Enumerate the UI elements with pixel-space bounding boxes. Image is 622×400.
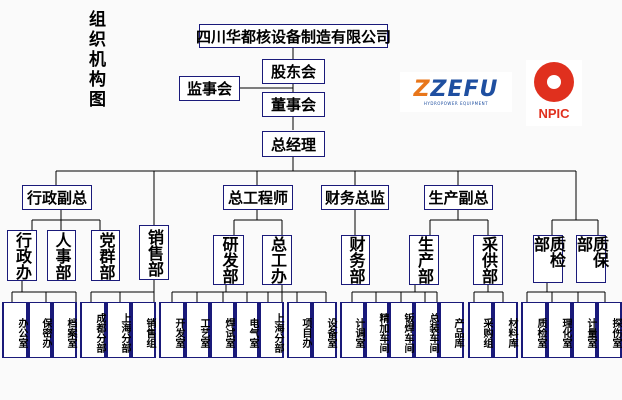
- dept-party: 党群部: [91, 230, 120, 281]
- section-purchasing: 采购组: [468, 302, 493, 358]
- production-vp-box: 生产副总: [424, 185, 493, 210]
- zefu-logo-text: ZZEFU: [413, 76, 499, 102]
- dept-finance: 财务部: [341, 235, 370, 285]
- section-confidential: 保密办: [28, 302, 52, 358]
- zefu-logo-subtitle: HYDROPOWER EQUIPMENT: [423, 100, 489, 106]
- section-process: 工艺室: [185, 302, 210, 358]
- section-equipment: 设备室: [312, 302, 337, 358]
- dept-rnd: 研发部: [213, 235, 244, 285]
- section-physchem: 理化室: [547, 302, 572, 358]
- section-shanghai-branch-rnd: 上海分部: [259, 302, 284, 358]
- dept-chief-eng-office: 总工办: [262, 235, 292, 285]
- section-machining-workshop: 精加车间: [365, 302, 389, 358]
- company-box: 四川华都核设备制造有限公司: [196, 24, 391, 48]
- dept-qa: 质保部: [574, 235, 609, 283]
- section-project-office: 项目办: [287, 302, 312, 358]
- admin-vp-box: 行政副总: [22, 185, 92, 210]
- section-electrical: 电气室: [235, 302, 259, 358]
- dept-production: 生产部: [409, 235, 439, 285]
- npic-emblem-icon: [534, 62, 574, 102]
- section-metrology: 计量室: [572, 302, 597, 358]
- dept-admin-office: 行政办: [7, 230, 37, 281]
- board-box: 董事会: [262, 92, 325, 117]
- section-welding-workshop: 钣焊车间: [389, 302, 414, 358]
- dept-sales: 销售部: [139, 225, 169, 280]
- section-archive: 档案室: [52, 302, 77, 358]
- chart-title: 组织机构图: [85, 10, 105, 110]
- zefu-logo: ZZEFU HYDROPOWER EQUIPMENT: [400, 72, 512, 112]
- section-welding-test: 焊试室: [210, 302, 235, 358]
- section-planning: 计调室: [340, 302, 365, 358]
- section-inspection: 质检室: [521, 302, 547, 358]
- chief-engineer-box: 总工程师: [223, 185, 293, 210]
- dept-procurement: 采供部: [473, 235, 503, 285]
- dept-qc: 质检部: [531, 235, 566, 283]
- section-development: 开发室: [159, 302, 185, 358]
- section-ndt: 探伤室: [597, 302, 622, 358]
- dept-hr: 人事部: [47, 230, 76, 281]
- section-sales-group: 销售组: [131, 302, 156, 358]
- npic-logo: NPIC: [526, 60, 582, 126]
- section-assembly-workshop: 总装车间: [414, 302, 439, 358]
- section-product-store: 产品库: [439, 302, 464, 358]
- section-shanghai-branch: 上海分部: [106, 302, 131, 358]
- npic-logo-text: NPIC: [538, 106, 570, 121]
- shareholders-box: 股东会: [262, 59, 325, 84]
- general-manager-box: 总经理: [262, 131, 325, 157]
- supervisors-box: 监事会: [179, 76, 240, 101]
- section-office: 办公室: [2, 302, 28, 358]
- cfo-box: 财务总监: [321, 185, 389, 210]
- section-materials-store: 材料库: [493, 302, 518, 358]
- section-chengdu-branch: 成都分部: [80, 302, 106, 358]
